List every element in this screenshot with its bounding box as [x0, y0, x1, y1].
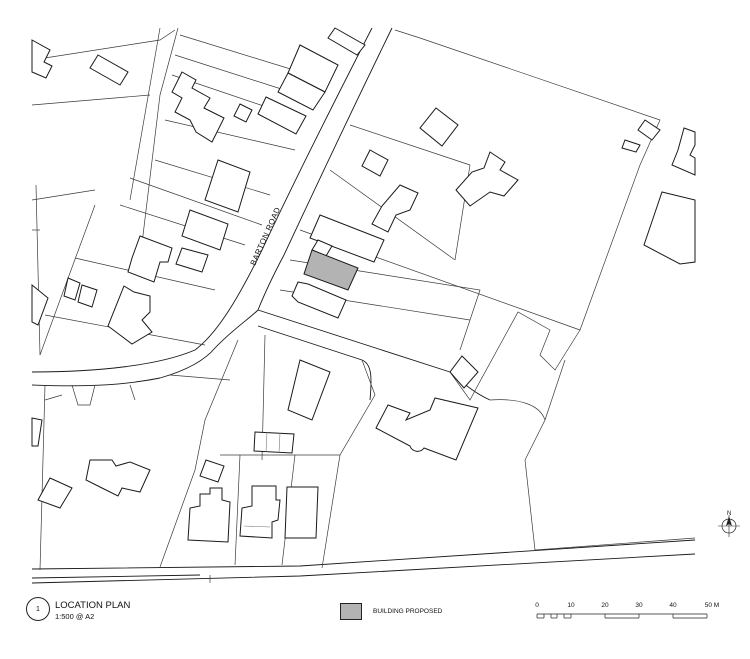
building	[291, 281, 347, 319]
building	[171, 71, 225, 143]
legend-label: BUILDING PROPOSED	[373, 608, 443, 615]
building	[253, 431, 295, 454]
building	[77, 284, 98, 308]
building	[327, 27, 366, 56]
scale-tick-label: 10	[567, 602, 575, 609]
building	[107, 285, 153, 345]
building	[277, 72, 326, 111]
building	[31, 417, 43, 447]
plan-scale: 1:500 @ A2	[55, 612, 95, 621]
building	[181, 209, 229, 251]
building	[31, 39, 53, 79]
building	[371, 184, 419, 233]
plan-title: LOCATION PLAN	[55, 600, 131, 611]
scale-tick-label: 20	[601, 602, 609, 609]
building	[361, 149, 389, 177]
building	[233, 103, 253, 123]
building	[309, 214, 385, 263]
main-road-south	[31, 539, 696, 584]
building	[89, 54, 129, 86]
building	[63, 277, 81, 301]
plot-boundaries	[31, 27, 696, 583]
building	[187, 487, 231, 543]
drawing-number: 1	[26, 597, 50, 621]
scale-tick-label: 30	[635, 602, 643, 609]
building	[85, 459, 151, 497]
legend: BUILDING PROPOSED	[340, 603, 442, 620]
road-label-barton-road: BARTON ROAD	[249, 206, 283, 267]
building	[239, 485, 281, 539]
building	[375, 397, 479, 461]
building	[257, 96, 307, 135]
building	[284, 486, 319, 539]
barton-road	[31, 27, 491, 401]
scale-tick-label: 50 M	[704, 602, 720, 609]
building	[419, 107, 459, 147]
north-arrow: N	[718, 511, 740, 537]
building	[455, 151, 519, 207]
building	[37, 477, 73, 509]
proposed-building	[303, 249, 359, 291]
existing-buildings	[31, 27, 696, 543]
building	[621, 139, 641, 153]
building	[204, 159, 251, 213]
scale-bar: 0 10 20 30 40 50 M	[530, 602, 720, 622]
north-label: N	[727, 511, 731, 517]
building	[127, 235, 173, 283]
building	[31, 283, 49, 326]
scale-tick-label: 40	[669, 602, 677, 609]
building	[287, 359, 331, 421]
building	[637, 119, 661, 141]
building	[199, 459, 225, 483]
building	[175, 247, 209, 273]
proposed-building-footprint	[303, 249, 359, 291]
scale-bar-graphic	[536, 613, 708, 619]
building	[643, 191, 696, 265]
scale-tick-label: 0	[535, 602, 539, 609]
legend-swatch	[340, 603, 362, 620]
building	[449, 355, 479, 389]
building	[671, 127, 696, 176]
